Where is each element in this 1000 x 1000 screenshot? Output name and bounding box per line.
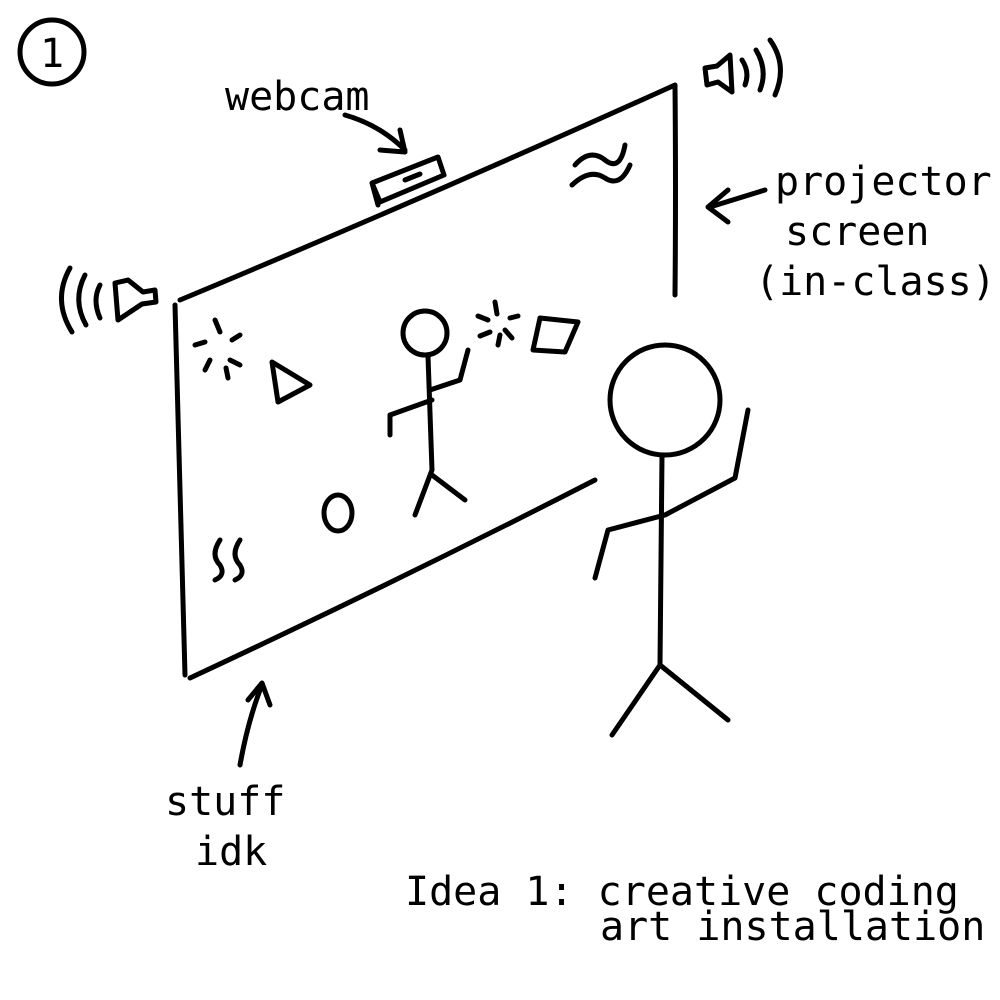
projector-label-line1: projector [775, 159, 992, 205]
circle-shape [321, 492, 355, 534]
number-badge: 1 [17, 17, 87, 87]
stuff-label-line2: idk [195, 829, 267, 875]
person-figure [592, 342, 751, 738]
webcam-arrow [342, 112, 408, 155]
wave-icon [569, 142, 633, 188]
idea-caption-line2: art installation [600, 904, 985, 950]
projector-arrow [705, 187, 768, 225]
projector-label-line2: screen [785, 209, 930, 255]
diamond-icon [530, 315, 581, 355]
stuff-arrow [237, 680, 273, 768]
stuff-label-line1: stuff [165, 779, 285, 825]
screen-stick-figure [387, 308, 471, 518]
badge-number: 1 [40, 31, 64, 77]
sparkle-icon-left [192, 317, 243, 381]
sparkle-icon-right [475, 299, 521, 348]
webcam-icon [369, 154, 447, 208]
squiggle-icon [212, 537, 245, 583]
projector-label-line3: (in-class) [755, 259, 996, 305]
idea-caption-line1: Idea 1: creative coding [405, 869, 959, 915]
webcam-label: webcam [225, 74, 370, 120]
triangle-icon [269, 359, 313, 405]
speaker-right-icon [702, 37, 783, 98]
projector-screen [172, 82, 678, 681]
speaker-left-icon [59, 265, 159, 335]
